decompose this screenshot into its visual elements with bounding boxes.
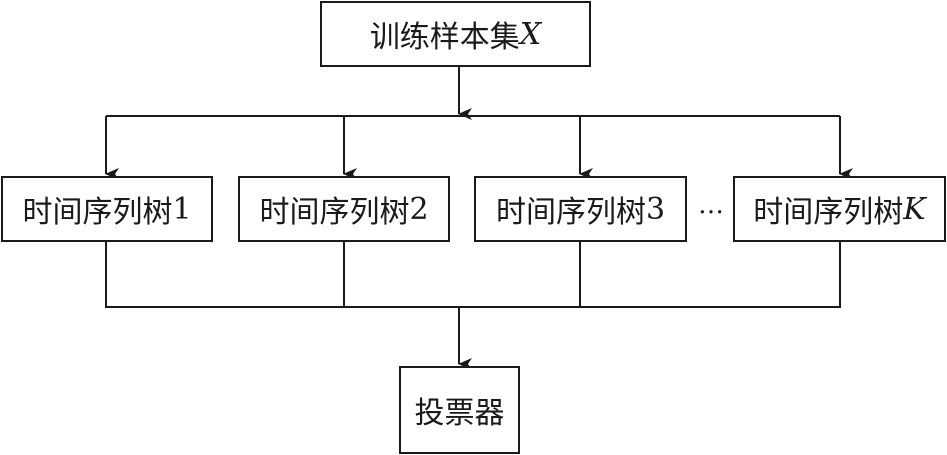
voter-label: 投票器 xyxy=(414,396,505,431)
tree-index: 3 xyxy=(645,191,666,227)
tree-label: 时间序列树 xyxy=(495,195,646,230)
tree-label: 时间序列树 xyxy=(259,195,410,230)
training-set-var: X xyxy=(519,16,542,52)
ellipsis: … xyxy=(698,190,724,220)
tree-index: 1 xyxy=(172,191,192,227)
voter-box: 投票器 xyxy=(399,366,520,454)
tree-index: 2 xyxy=(409,191,429,227)
tree-label: 时间序列树 xyxy=(753,195,904,230)
training-set-label: 训练样本集 xyxy=(369,20,520,55)
tree-index: K xyxy=(903,191,926,227)
tree-label: 时间序列树 xyxy=(22,195,173,230)
